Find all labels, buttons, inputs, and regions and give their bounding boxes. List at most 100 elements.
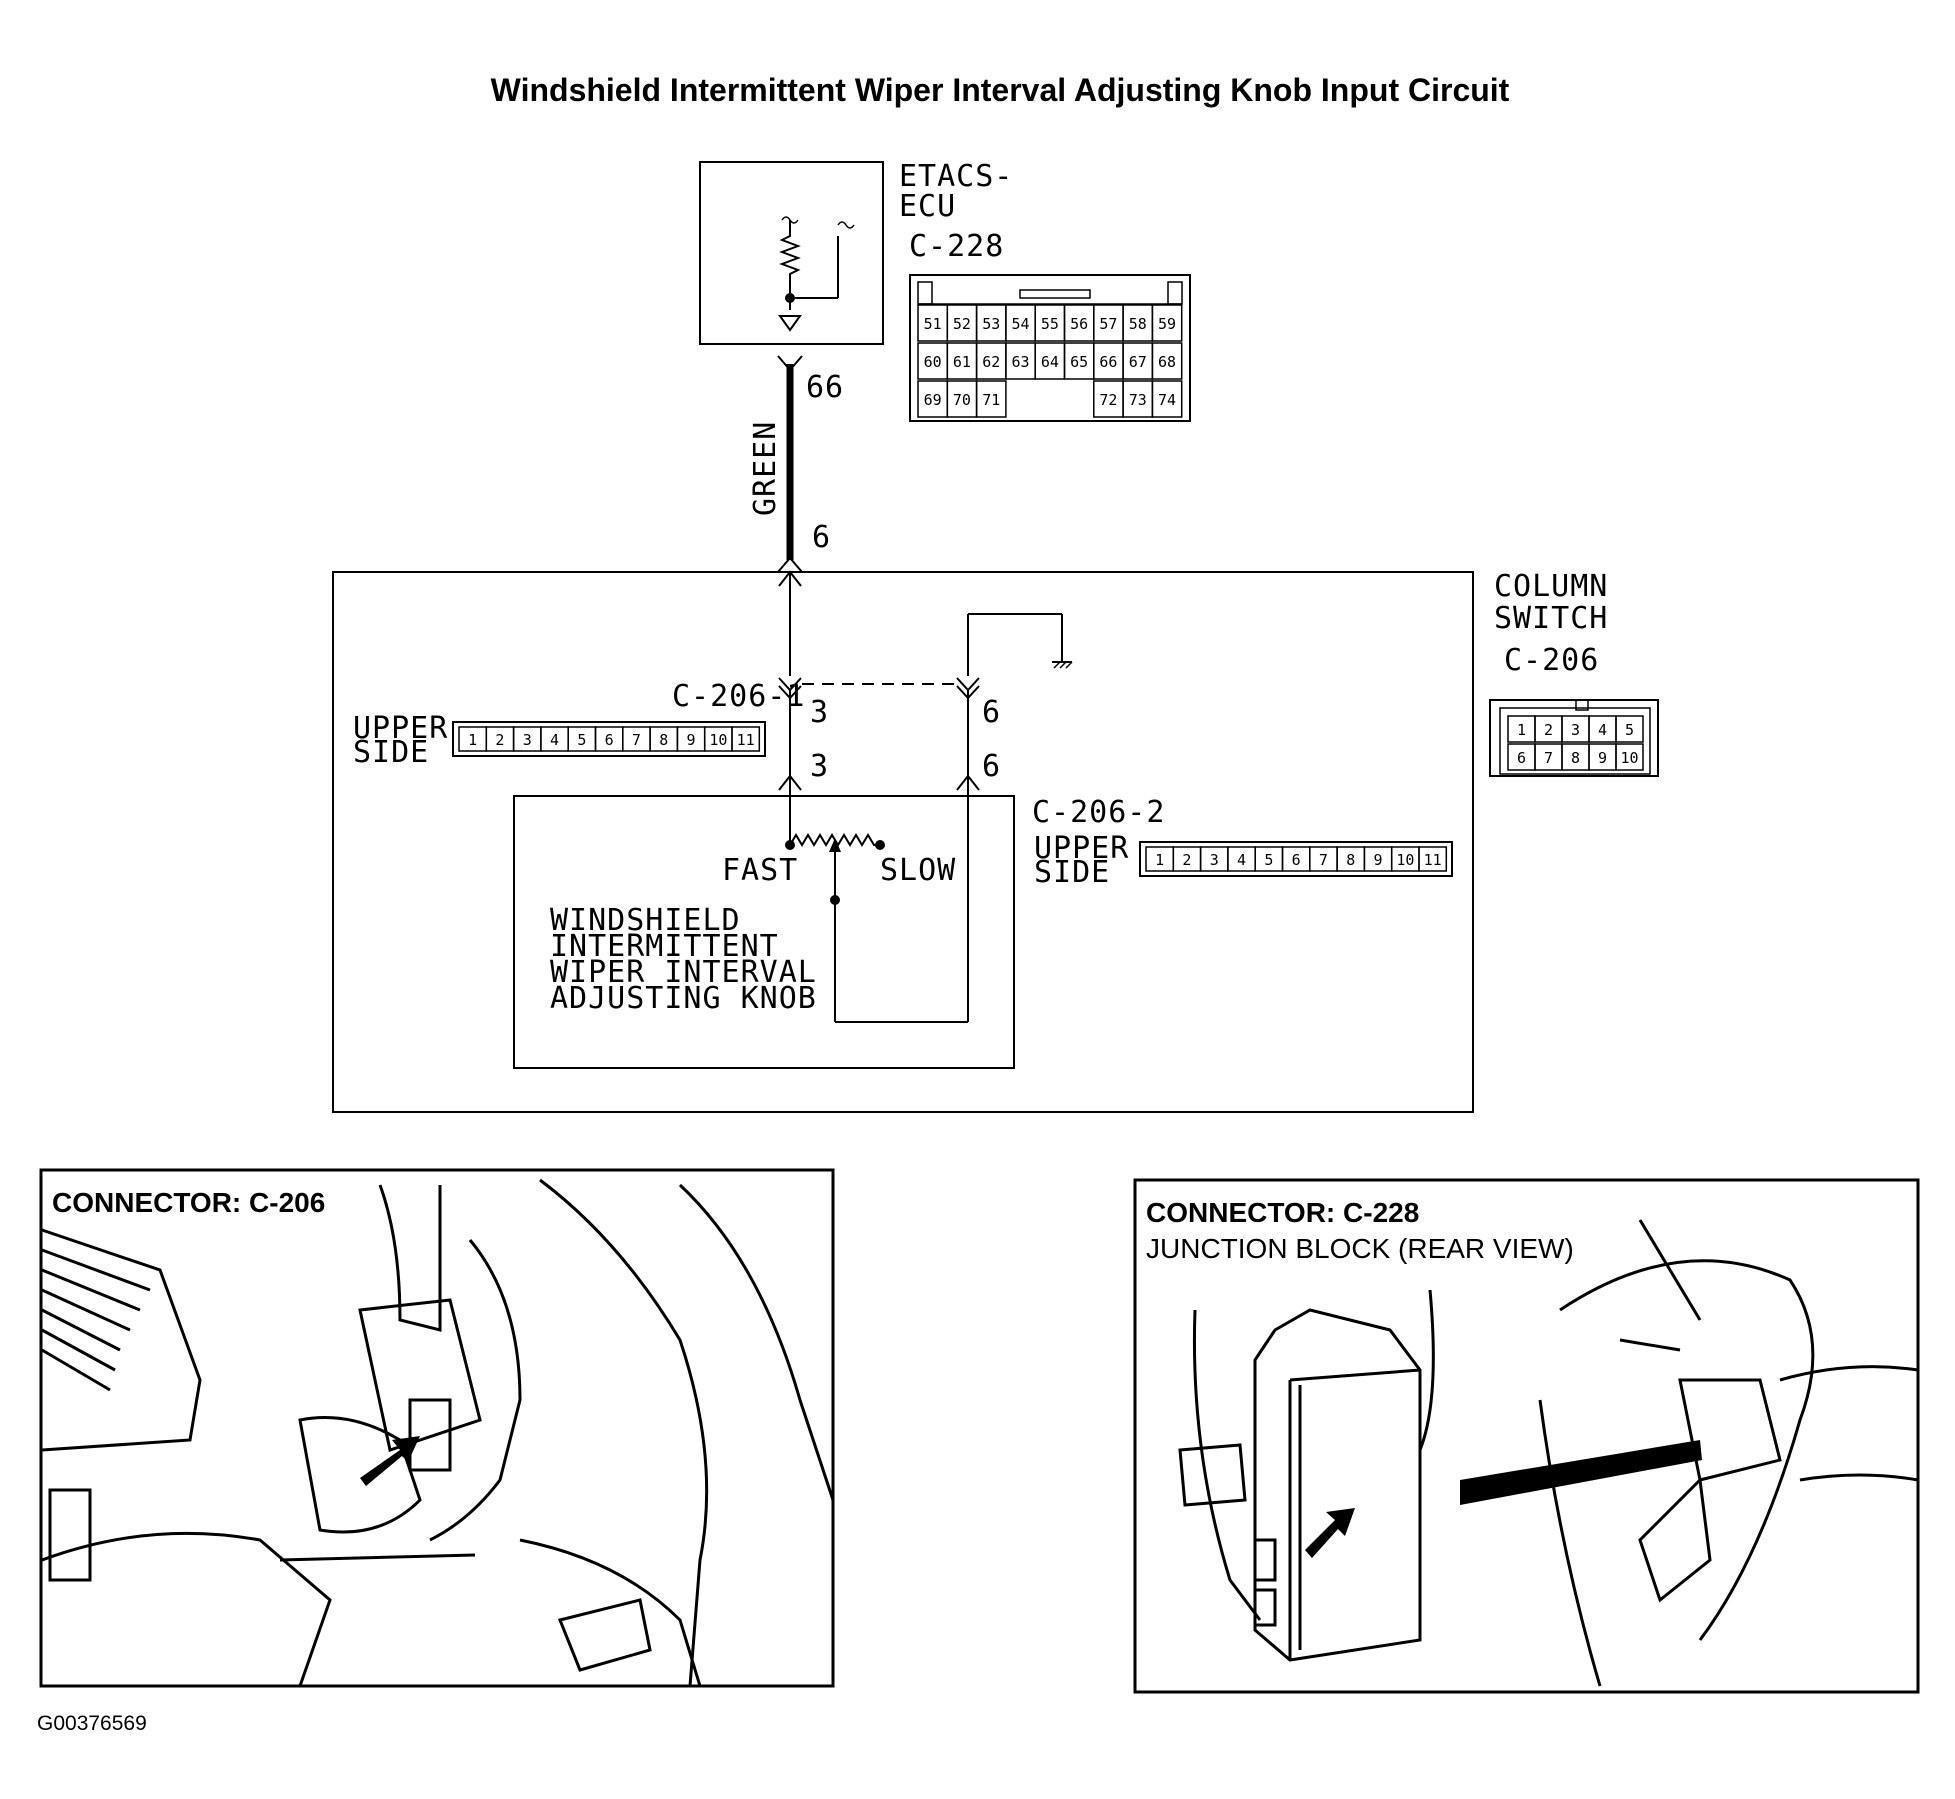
pin-number: 4 (550, 731, 559, 749)
pin-number: 4 (1598, 721, 1607, 739)
pin-number: 69 (924, 391, 942, 409)
pin-number: 6 (605, 731, 614, 749)
steering-column-illustration (41, 1178, 835, 1687)
pin-cell (1615, 743, 1644, 771)
pin-cell (1151, 342, 1183, 380)
pin-number: 1 (1517, 721, 1526, 739)
pin-number: 8 (1346, 851, 1355, 869)
pin-number: 5 (577, 731, 586, 749)
pin-number: 56 (1070, 315, 1088, 333)
pin-number: 9 (1598, 749, 1607, 767)
column-switch-block: COLUMN SWITCH C-206 (332, 569, 1607, 1113)
pin-number: 2 (1544, 721, 1553, 739)
fast-label: FAST (722, 853, 798, 888)
c206-2-pin-left: 3 (810, 749, 829, 784)
pin-number: 7 (1544, 749, 1553, 767)
pin-cell (1151, 304, 1183, 342)
pin-number: 3 (1571, 721, 1580, 739)
c206-1-pin-right: 6 (982, 695, 1001, 730)
pin-cell (731, 726, 761, 752)
pin-number: 71 (982, 391, 1000, 409)
pin-number: 74 (1158, 391, 1176, 409)
pin-number: 58 (1129, 315, 1147, 333)
pin-number: 9 (687, 731, 696, 749)
switch-pin-label: 6 (812, 520, 831, 555)
figure-id: G00376569 (37, 1712, 147, 1735)
photo-right-sublabel: JUNCTION BLOCK (REAR VIEW) (1146, 1233, 1574, 1264)
knob-line1: WINDSHIELD (550, 903, 741, 938)
pin-number: 9 (1374, 851, 1383, 869)
pin-number: 7 (1319, 851, 1328, 869)
ecu-name-line1: ETACS- (899, 159, 1013, 194)
pin-number: 57 (1099, 315, 1117, 333)
pin-number: 72 (1099, 391, 1117, 409)
photo-panel-c206: CONNECTOR: C-206 (39, 1168, 835, 1688)
pin-number: 10 (1396, 851, 1414, 869)
pin-number: 53 (982, 315, 1000, 333)
knob-line3: WIPER INTERVAL (550, 955, 817, 990)
photo-left-label: CONNECTOR: C-206 (52, 1187, 325, 1218)
pin-number: 11 (737, 731, 755, 749)
knob-line2: INTERMITTENT (550, 929, 779, 964)
junction-block-illustration (1178, 1219, 1919, 1687)
pin-number: 65 (1070, 353, 1088, 371)
ecu-connector-label: C-228 (909, 229, 1004, 264)
c206-2-label: C-206-2 (1032, 795, 1165, 830)
c206-1-pin-left: 3 (810, 695, 829, 730)
pin-number: 62 (982, 353, 1000, 371)
pin-number: 70 (953, 391, 971, 409)
c206-arrow-icon (360, 1436, 420, 1486)
knob-line4: ADJUSTING KNOB (550, 981, 817, 1016)
ecu-pin-label: 66 (806, 370, 844, 405)
photo-right-label: CONNECTOR: C-228 (1146, 1197, 1419, 1228)
diagram-title: Windshield Intermittent Wiper Interval A… (491, 72, 1510, 108)
wire-color-label: GREEN (748, 421, 783, 516)
pin-number: 11 (1424, 851, 1442, 869)
pin-number: 68 (1158, 353, 1176, 371)
adjusting-knob-block: FAST SLOW WINDSHIELD INTERMITTENT WIPER … (513, 795, 1015, 1069)
pin-number: 64 (1041, 353, 1059, 371)
pin-number: 52 (953, 315, 971, 333)
pin-number: 66 (1099, 353, 1117, 371)
pin-number: 59 (1158, 315, 1176, 333)
pin-number: 61 (953, 353, 971, 371)
c228-pointer-icon (1460, 1440, 1702, 1505)
pin-cell (975, 380, 1007, 418)
resistor-symbol (779, 220, 801, 310)
pin-number: 3 (1210, 851, 1219, 869)
pin-number: 5 (1625, 721, 1634, 739)
etacs-ecu-block: ETACS- ECU C-228 (699, 159, 1013, 345)
pin-number: 6 (1517, 749, 1526, 767)
c206-2-side-line1: UPPER (1034, 831, 1129, 866)
pin-number: 4 (1237, 851, 1246, 869)
photo-panel-c228: CONNECTOR: C-228 JUNCTION BLOCK (REAR VI… (1133, 1178, 1920, 1694)
ground-symbol (778, 315, 802, 332)
pin-number: 7 (632, 731, 641, 749)
ecu-name-line2: ECU (899, 189, 956, 224)
column-switch-connector: C-206 (1504, 643, 1599, 678)
green-wire: GREEN 66 6 (748, 355, 844, 573)
pin-number: 1 (1155, 851, 1164, 869)
pin-number: 2 (1182, 851, 1191, 869)
pin-cell (1615, 715, 1644, 743)
pin-number: 51 (924, 315, 942, 333)
c206-1-label: C-206-1 (672, 679, 805, 714)
c206-2-pin-right: 6 (982, 749, 1001, 784)
pin-number: 8 (1571, 749, 1580, 767)
pin-cell (1418, 846, 1448, 872)
pin-number: 2 (495, 731, 504, 749)
slow-label: SLOW (880, 853, 956, 888)
c206-2-side-line2: SIDE (1034, 855, 1110, 890)
pin-number: 55 (1041, 315, 1059, 333)
pin-number: 67 (1129, 353, 1147, 371)
c206-1-side-line2: SIDE (353, 735, 429, 770)
pin-cell (1151, 380, 1183, 418)
pin-number: 5 (1264, 851, 1273, 869)
pin-number: 3 (523, 731, 532, 749)
c228-arrow-icon (1305, 1508, 1355, 1558)
pin-number: 1 (468, 731, 477, 749)
pin-number: 60 (924, 353, 942, 371)
pin-number: 6 (1292, 851, 1301, 869)
